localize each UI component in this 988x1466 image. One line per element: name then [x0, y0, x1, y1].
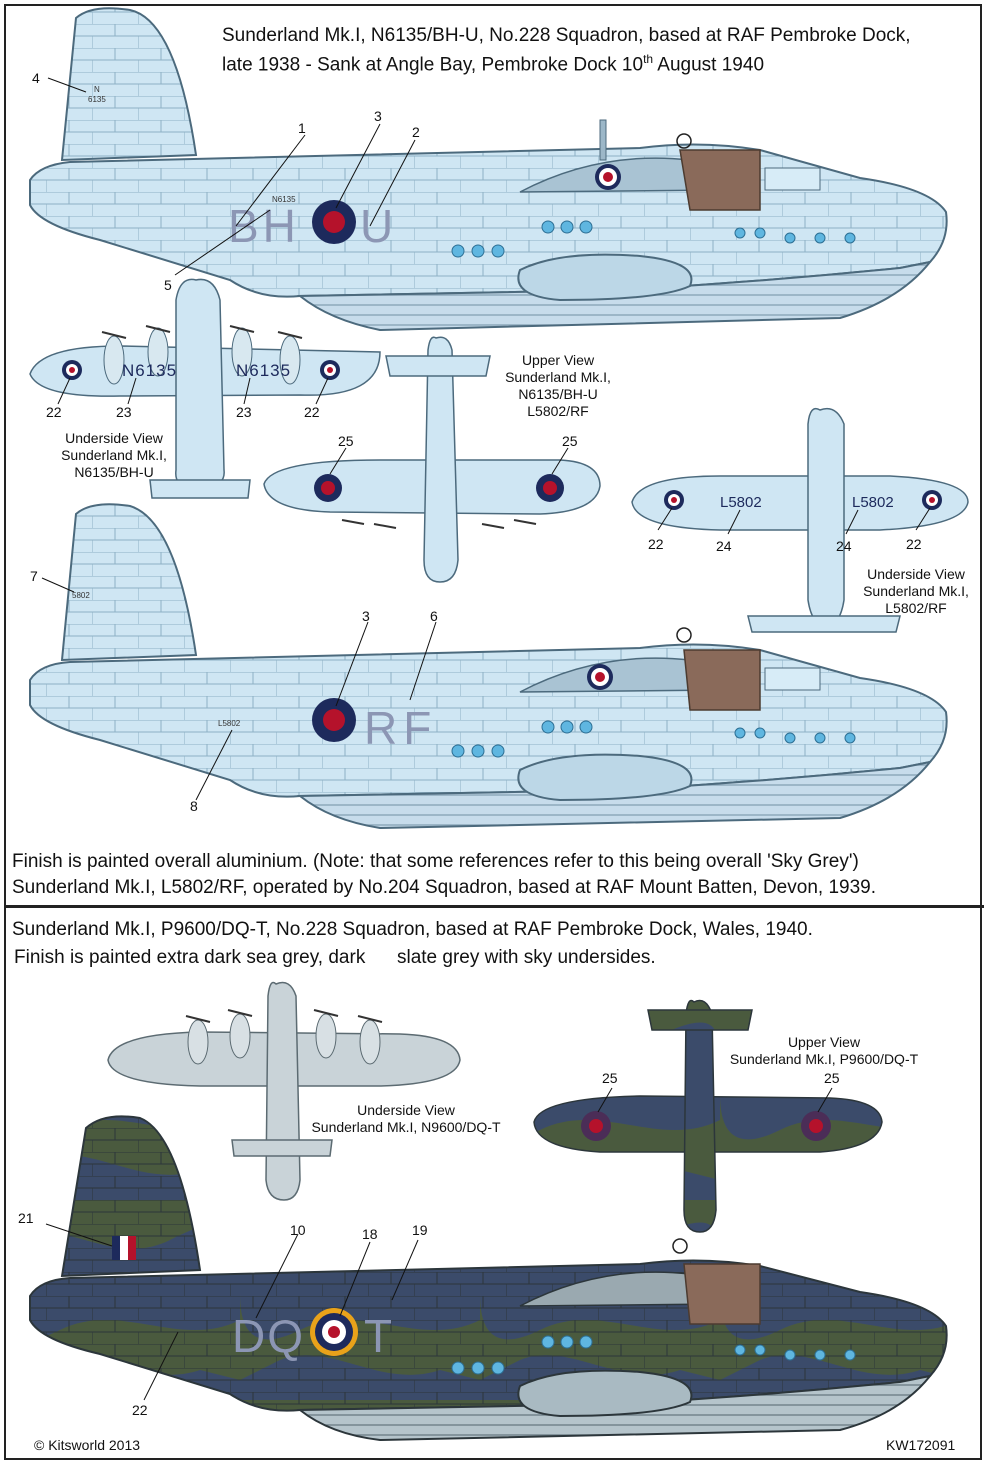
finish-note-line-2: Sunderland Mk.I, L5802/RF, operated by N… — [12, 877, 876, 898]
callout-22: 22 — [648, 536, 664, 552]
caption-line: Underside View — [357, 1102, 455, 1118]
caption-upper-view: Upper View Sunderland Mk.I, N6135/BH-U L… — [478, 352, 638, 420]
section2-line-1: Sunderland Mk.I, P9600/DQ-T, No.228 Squa… — [12, 919, 813, 940]
underside-view-n6135: N6135 N6135 — [29, 278, 381, 499]
caption-line: Upper View — [787, 1034, 861, 1050]
callout-23: 23 — [236, 404, 252, 420]
caption-line: Sunderland Mk.I, — [505, 369, 611, 385]
code-letters-dq: DQ — [232, 1310, 305, 1362]
wing-serial-l5802-right: L5802 — [852, 494, 894, 511]
caption-line: Underside View — [65, 430, 163, 446]
side-profile-p9600: DQ T — [29, 1115, 948, 1442]
header-line-2: late 1938 - Sank at Angle Bay, Pembroke … — [222, 48, 764, 76]
callout-1: 1 — [298, 120, 306, 136]
callout-19: 19 — [412, 1222, 428, 1238]
callout-5: 5 — [164, 277, 172, 293]
callout-18: 18 — [362, 1226, 378, 1242]
callout-25: 25 — [338, 433, 354, 449]
sheet-code: KW172091 — [886, 1437, 956, 1453]
section-divider — [4, 905, 984, 908]
callout-3: 3 — [362, 608, 370, 624]
caption-line: L5802/RF — [885, 600, 947, 616]
caption-line: Upper View — [521, 352, 595, 368]
callout-6: 6 — [430, 608, 438, 624]
tail-serial-5802: 5802 — [72, 591, 90, 600]
tail-serial-n: N — [94, 85, 100, 94]
callout-22: 22 — [906, 536, 922, 552]
sheet-border — [4, 4, 982, 1460]
underside-view-n9600 — [107, 981, 461, 1201]
code-letters-rf: RF — [364, 702, 437, 754]
caption-underside-n9600: Underside View Sunderland Mk.I, N9600/DQ… — [296, 1102, 516, 1136]
callout-8: 8 — [190, 798, 198, 814]
caption-upper-p9600: Upper View Sunderland Mk.I, P9600/DQ-T — [714, 1034, 934, 1068]
tail-serial-6135: 6135 — [88, 95, 106, 104]
side-profile-l5802: RF L5802 5802 — [29, 503, 948, 830]
caption-line: Sunderland Mk.I, — [61, 447, 167, 463]
header-line-2-sup: th — [643, 52, 654, 66]
code-letter-t: T — [364, 1310, 392, 1362]
wing-serial-n6135-left: N6135 — [122, 361, 177, 380]
callout-25: 25 — [602, 1070, 618, 1086]
fuselage-serial-n6135: N6135 — [272, 195, 296, 204]
upper-view-p9600 — [533, 999, 883, 1233]
caption-line: Sunderland Mk.I, P9600/DQ-T — [729, 1051, 919, 1067]
callout-24: 24 — [716, 538, 732, 554]
side-profile-n6135: BH U N6135 N 6135 — [29, 7, 948, 332]
upper-view-n6135 — [263, 336, 601, 583]
caption-line: Underside View — [867, 566, 965, 582]
caption-line: Sunderland Mk.I, — [863, 583, 969, 599]
callout-2: 2 — [412, 124, 420, 140]
header-line-1: Sunderland Mk.I, N6135/BH-U, No.228 Squa… — [222, 25, 911, 46]
callout-3: 3 — [374, 108, 382, 124]
callout-24: 24 — [836, 538, 852, 554]
callout-22: 22 — [132, 1402, 148, 1418]
wing-serial-l5802-left: L5802 — [720, 494, 762, 511]
wing-serial-n6135-right: N6135 — [236, 361, 291, 380]
callout-10: 10 — [290, 1222, 306, 1238]
callout-25: 25 — [824, 1070, 840, 1086]
copyright: © Kitsworld 2013 — [34, 1437, 141, 1453]
caption-line: N6135/BH-U — [518, 386, 598, 402]
code-letter-u: U — [360, 200, 393, 252]
callout-25: 25 — [562, 433, 578, 449]
caption-line: Sunderland Mk.I, N9600/DQ-T — [311, 1119, 501, 1135]
header-line-2-a: late 1938 - Sank at Angle Bay, Pembroke … — [222, 54, 644, 76]
code-letters-bh: BH — [228, 200, 300, 252]
finish-note-line-1: Finish is painted overall aluminium. (No… — [12, 851, 859, 872]
fuselage-serial-l5802: L5802 — [218, 719, 241, 728]
callout-22: 22 — [46, 404, 62, 420]
section2-line-2: Finish is painted extra dark sea grey, d… — [14, 947, 656, 968]
callout-22: 22 — [304, 404, 320, 420]
callout-23: 23 — [116, 404, 132, 420]
caption-line: L5802/RF — [527, 403, 589, 419]
caption-underside-n6135: Underside View Sunderland Mk.I, N6135/BH… — [34, 430, 194, 481]
callout-7: 7 — [30, 568, 38, 584]
underside-view-l5802: L5802 L5802 — [631, 407, 969, 633]
header-line-2-b: August 1940 — [653, 54, 765, 76]
caption-line: N6135/BH-U — [74, 464, 154, 480]
callout-4: 4 — [32, 70, 40, 86]
callout-21: 21 — [18, 1210, 34, 1226]
caption-underside-l5802: Underside View Sunderland Mk.I, L5802/RF — [836, 566, 988, 617]
